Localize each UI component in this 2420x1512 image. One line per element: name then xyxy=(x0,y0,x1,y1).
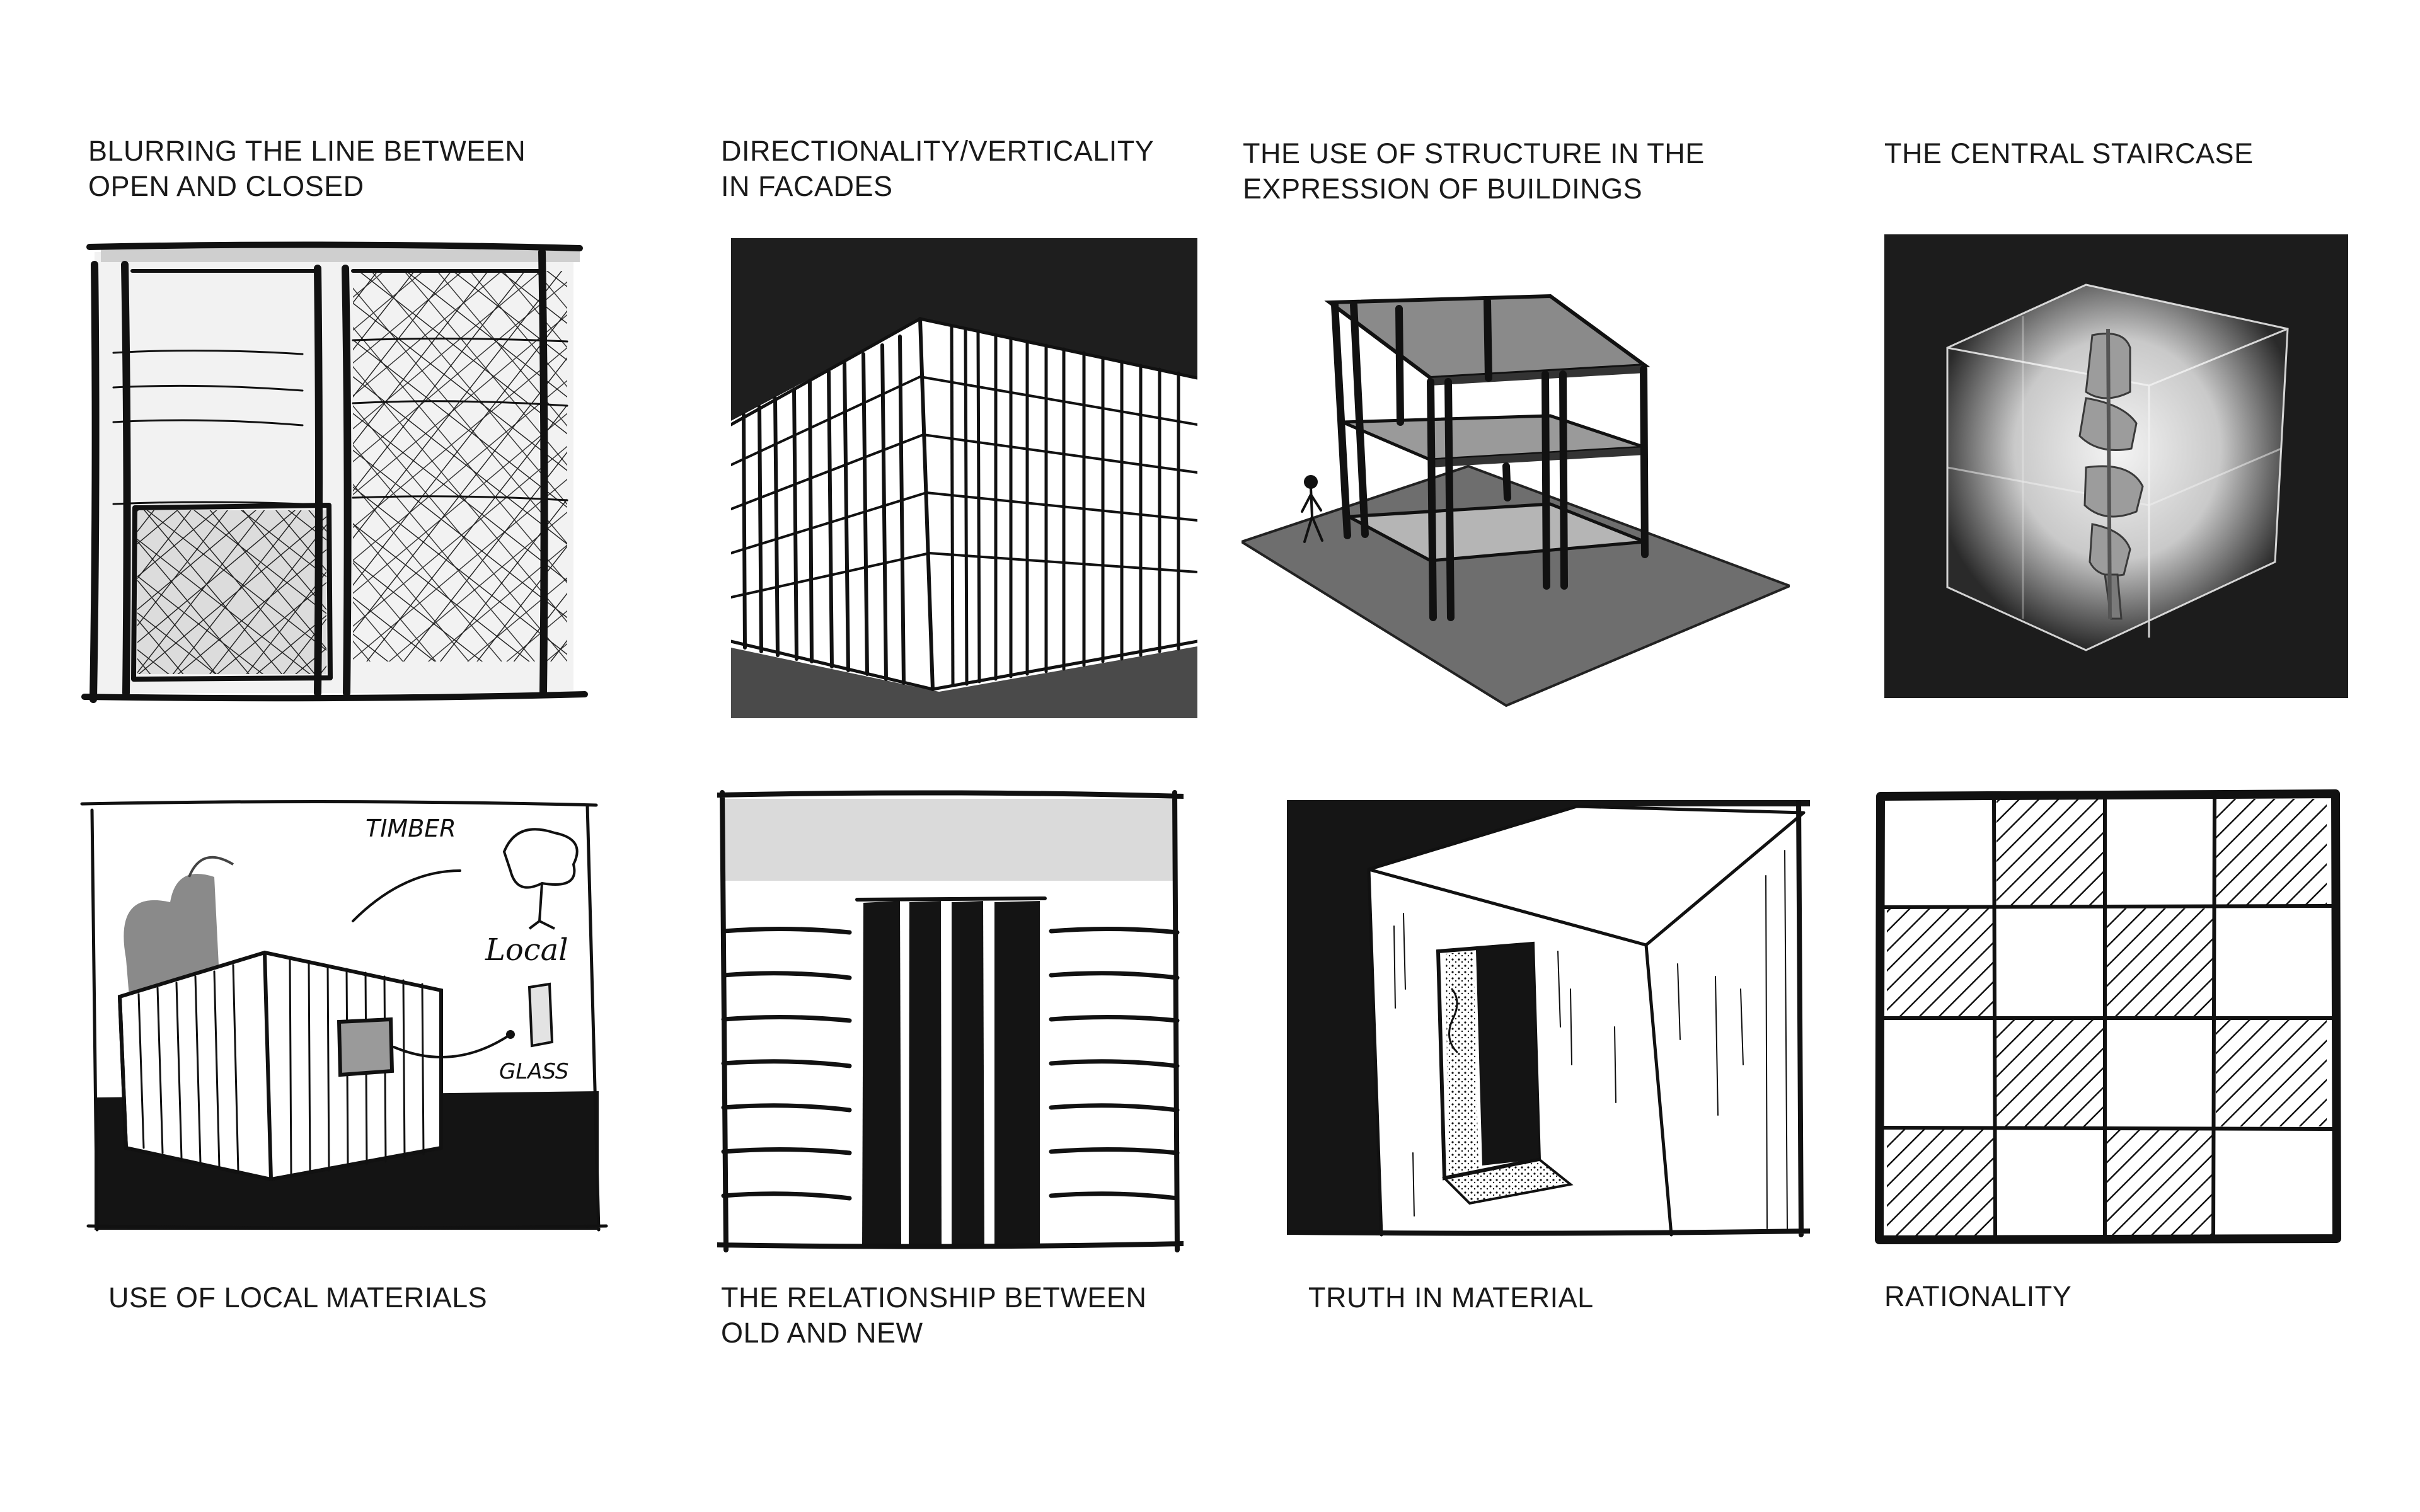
caption-line: DIRECTIONALITY/VERTICALITY xyxy=(721,135,1155,167)
caption-line: TRUTH IN MATERIAL xyxy=(1308,1281,1594,1314)
caption-local-materials: USE OF LOCAL MATERIALS xyxy=(108,1280,487,1315)
lattice-window-drawing xyxy=(81,241,588,703)
caption-line: RATIONALITY xyxy=(1884,1280,2072,1312)
timber-box-drawing: TIMBER Local GLASS xyxy=(80,799,608,1232)
window-reveal-drawing xyxy=(1287,800,1810,1241)
caption-line: USE OF LOCAL MATERIALS xyxy=(108,1281,488,1314)
checkerboard-grid-sketch xyxy=(1873,788,2344,1247)
caption-line: THE USE OF STRUCTURE IN THE xyxy=(1243,137,1705,169)
figure-icon xyxy=(1301,475,1323,543)
checkerboard-drawing xyxy=(1875,789,2341,1244)
striped-infill-facade-sketch xyxy=(717,786,1184,1252)
vertical-fin-facade-sketch xyxy=(731,238,1197,718)
caption-line: EXPRESSION OF BUILDINGS xyxy=(1243,173,1643,205)
caption-line: OLD AND NEW xyxy=(721,1317,923,1349)
caption-line: BLURRING THE LINE BETWEEN xyxy=(88,135,526,167)
vertical-facade-drawing xyxy=(731,238,1197,718)
old-new-facade-drawing xyxy=(717,790,1184,1252)
annotation-timber: TIMBER xyxy=(366,815,456,842)
deep-window-reveal-sketch xyxy=(1287,800,1810,1241)
caption-rationality: RATIONALITY xyxy=(1884,1279,2071,1314)
annotation-glass: GLASS xyxy=(499,1059,569,1084)
structural-frame-drawing xyxy=(1242,294,1790,707)
timber-box-sketch: TIMBER Local GLASS xyxy=(76,795,611,1236)
lattice-window-sketch xyxy=(76,233,592,712)
caption-structure-expression: THE USE OF STRUCTURE IN THE EXPRESSION O… xyxy=(1243,136,1705,207)
caption-line: OPEN AND CLOSED xyxy=(88,170,364,202)
annotation-local: Local xyxy=(485,932,568,968)
caption-old-and-new: THE RELATIONSHIP BETWEEN OLD AND NEW xyxy=(721,1280,1146,1351)
staircase-cube-drawing xyxy=(1884,234,2348,698)
caption-line: THE CENTRAL STAIRCASE xyxy=(1884,137,2254,169)
caption-central-staircase: THE CENTRAL STAIRCASE xyxy=(1884,136,2254,171)
spiral-stair-cube-sketch xyxy=(1884,234,2348,698)
structural-frame-sketch xyxy=(1242,290,1790,712)
caption-line: IN FACADES xyxy=(721,170,893,202)
caption-truth-in-material: TRUTH IN MATERIAL xyxy=(1308,1280,1594,1315)
caption-directionality: DIRECTIONALITY/VERTICALITY IN FACADES xyxy=(721,134,1154,204)
caption-line: THE RELATIONSHIP BETWEEN xyxy=(721,1281,1147,1314)
tree-icon xyxy=(502,828,579,930)
caption-blurring-open-closed: BLURRING THE LINE BETWEEN OPEN AND CLOSE… xyxy=(88,134,526,204)
